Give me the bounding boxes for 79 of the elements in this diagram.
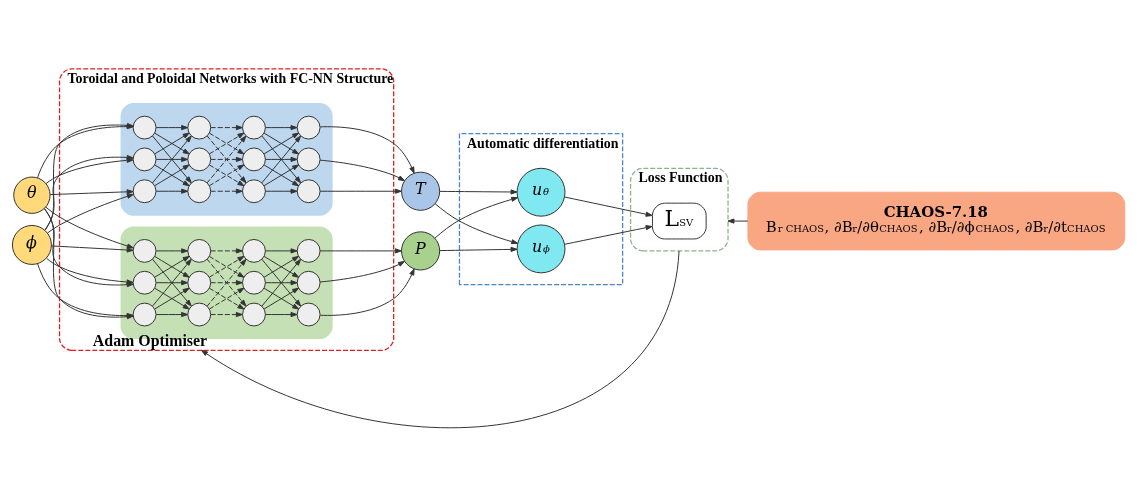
arrow bbox=[265, 124, 298, 130]
arrow bbox=[155, 279, 189, 285]
arrow bbox=[319, 125, 415, 174]
node-box: LSV bbox=[651, 202, 707, 239]
node-circle bbox=[132, 178, 157, 203]
arrow bbox=[439, 246, 518, 252]
node-circle bbox=[296, 238, 321, 263]
arrow bbox=[265, 247, 298, 253]
node-circle bbox=[296, 270, 321, 295]
arrow bbox=[155, 124, 189, 130]
node-circle bbox=[242, 115, 266, 140]
node-circle bbox=[296, 302, 321, 326]
arrow bbox=[210, 279, 243, 285]
arrow bbox=[47, 193, 134, 233]
node-circle bbox=[242, 147, 266, 171]
arrow bbox=[319, 260, 405, 282]
arrow bbox=[154, 163, 190, 186]
arrow bbox=[319, 247, 402, 253]
arrow bbox=[434, 202, 519, 244]
arrow bbox=[263, 163, 300, 186]
node-circle bbox=[187, 302, 212, 326]
cluster bbox=[120, 102, 333, 216]
arrow bbox=[155, 311, 189, 317]
arrow bbox=[51, 244, 134, 253]
arrow bbox=[154, 255, 190, 278]
arrow bbox=[155, 247, 189, 253]
arrow bbox=[154, 132, 190, 154]
arrow bbox=[155, 156, 189, 162]
node-circle bbox=[242, 238, 266, 263]
arrow bbox=[210, 124, 243, 130]
arrow bbox=[210, 188, 243, 194]
arrow bbox=[263, 255, 300, 278]
node-circle bbox=[187, 270, 212, 295]
arrow bbox=[201, 249, 680, 428]
arrow bbox=[319, 267, 415, 316]
arrow bbox=[45, 206, 134, 249]
arrow bbox=[208, 255, 245, 278]
arrow bbox=[208, 132, 245, 154]
node-circle bbox=[187, 238, 212, 263]
arrow bbox=[564, 196, 653, 217]
node-circle bbox=[296, 147, 321, 171]
arrow bbox=[265, 156, 298, 162]
arrow bbox=[727, 217, 749, 224]
arrow bbox=[49, 188, 134, 195]
arrow bbox=[265, 311, 298, 317]
arrow bbox=[265, 188, 298, 194]
node-circle: ϕ bbox=[11, 224, 52, 265]
arrow bbox=[564, 224, 653, 245]
node-circle bbox=[296, 178, 321, 203]
node-circle bbox=[242, 302, 266, 326]
node-circle bbox=[242, 178, 266, 203]
arrow bbox=[265, 279, 298, 285]
arrow bbox=[263, 132, 300, 154]
arrow bbox=[210, 156, 243, 162]
node-circle bbox=[132, 238, 157, 263]
node-circle bbox=[242, 270, 266, 295]
node-box: CHAOS-7.18 Br CHAOS, ∂Br/∂θCHAOS, ∂Br/∂ϕCHAOS, ∂Br/∂tCHAOS bbox=[747, 191, 1126, 250]
node-circle bbox=[132, 147, 157, 171]
arrow bbox=[208, 163, 245, 186]
node-circle: uθ bbox=[516, 167, 566, 217]
node-circle bbox=[296, 115, 321, 140]
node-circle bbox=[187, 178, 212, 203]
arrow bbox=[434, 196, 519, 239]
arrow bbox=[155, 188, 189, 194]
edge-label: Adam Optimiser bbox=[92, 331, 208, 349]
node-circle bbox=[187, 115, 212, 140]
node-circle: θ bbox=[13, 176, 51, 214]
node-circle: T bbox=[401, 171, 441, 211]
node-circle bbox=[132, 270, 157, 295]
node-circle bbox=[187, 147, 212, 171]
arrow bbox=[210, 247, 243, 253]
arrow bbox=[319, 159, 405, 181]
arrow bbox=[439, 188, 518, 195]
node-circle: P bbox=[401, 230, 441, 270]
arrow bbox=[319, 188, 402, 194]
node-circle bbox=[132, 115, 157, 140]
node-circle bbox=[132, 302, 157, 326]
arrow bbox=[210, 311, 243, 317]
node-circle: uϕ bbox=[516, 223, 566, 273]
